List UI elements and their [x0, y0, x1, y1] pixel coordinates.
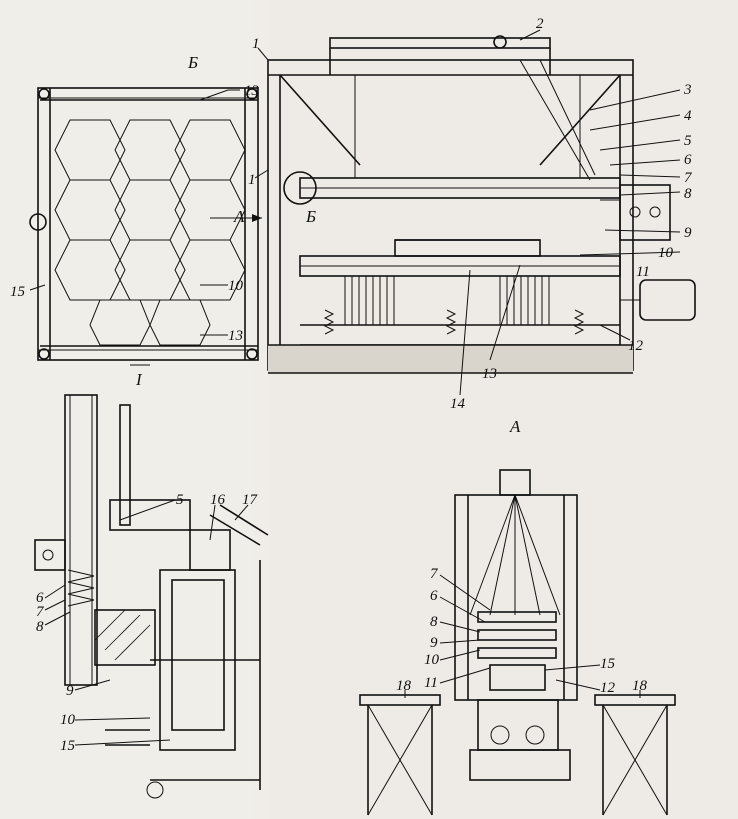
callout-labels: 2 1 3 4 5 6 7 8 9 10 11 12 13 14 1 Б А Б… — [10, 16, 693, 754]
callout-17: 17 — [242, 492, 259, 508]
callout-9: 9 — [684, 225, 692, 241]
callout-9-section: 9 — [66, 683, 74, 699]
callout-10-a: 10 — [424, 652, 440, 668]
section-label-i: I — [135, 370, 143, 389]
plan-frame — [37, 87, 259, 361]
hexagon-grid — [54, 119, 246, 346]
callout-11-a: 11 — [424, 675, 438, 691]
callout-15-a: 15 — [600, 656, 616, 672]
callout-7-section: 7 — [36, 604, 45, 620]
callout-18-left: 18 — [396, 678, 412, 694]
callout-2: 2 — [536, 16, 544, 32]
callout-6-a: 6 — [430, 588, 438, 604]
callout-7: 7 — [684, 170, 693, 186]
callout-14: 14 — [450, 396, 466, 412]
spring — [67, 569, 95, 607]
callout-7-a: 7 — [430, 566, 439, 582]
plan-view-b — [29, 87, 262, 366]
view-label-a-plan: А — [233, 207, 245, 226]
callout-5-section: 5 — [176, 492, 184, 508]
callout-18-right: 18 — [632, 678, 648, 694]
callout-12: 12 — [628, 338, 644, 354]
callout-11: 11 — [636, 264, 650, 280]
callout-13-upper: 13 — [244, 83, 259, 99]
detail-circle-i — [283, 171, 317, 205]
view-label-b: Б — [187, 53, 198, 72]
callout-8: 8 — [684, 186, 692, 202]
callout-3: 3 — [683, 82, 692, 98]
callout-8-a: 8 — [430, 614, 438, 630]
view-label-b-front: Б — [305, 207, 316, 226]
callout-6-section: 6 — [36, 590, 44, 606]
callout-5: 5 — [684, 133, 692, 149]
callout-6: 6 — [684, 152, 692, 168]
callout-8-section: 8 — [36, 619, 44, 635]
callout-10: 10 — [658, 245, 674, 261]
side-view-a — [359, 469, 676, 816]
callout-16: 16 — [210, 492, 226, 508]
callout-10-plan: 10 — [228, 278, 244, 294]
callout-10-section: 10 — [60, 712, 76, 728]
callout-9-a: 9 — [430, 635, 438, 651]
springs — [323, 309, 585, 335]
callout-4: 4 — [684, 108, 692, 124]
callout-13-lower: 13 — [228, 328, 243, 344]
callout-1-top: 1 — [252, 36, 260, 52]
callout-13-front: 13 — [482, 366, 497, 382]
front-view — [254, 29, 696, 396]
view-label-a: А — [509, 417, 521, 436]
section-detail-i — [34, 394, 269, 799]
callout-15-section: 15 — [60, 738, 76, 754]
side-clamp — [29, 213, 47, 231]
callout-1-circle: 1 — [248, 172, 256, 188]
callout-15-plan: 15 — [10, 284, 26, 300]
callout-12-a: 12 — [600, 680, 616, 696]
